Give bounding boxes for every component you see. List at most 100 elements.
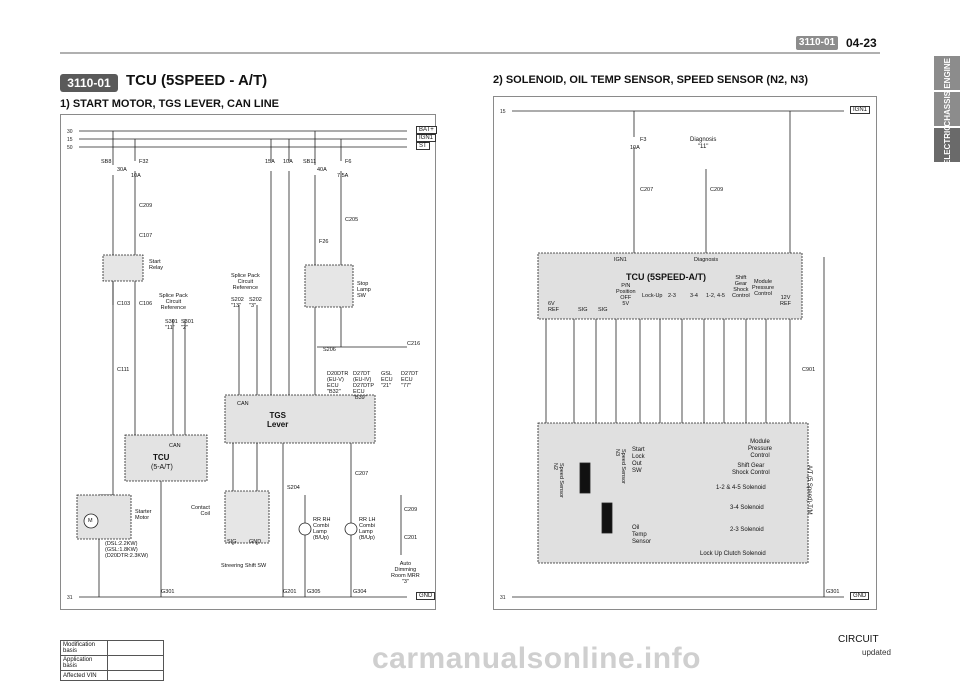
bus-tag-st: ST	[416, 142, 430, 150]
steering-gnd: GND	[249, 539, 262, 545]
solenoid-12-45: 1-2 & 4-5 Solenoid	[716, 485, 766, 491]
tcu-func-6vref: 6V REF	[548, 301, 559, 313]
steering-shift-sw-label: Streering Shift SW	[221, 563, 267, 569]
tcu-func-lockup: Lock-Up	[642, 293, 663, 299]
page-number: 04-23	[846, 36, 877, 50]
stop-lamp-sw-label: Stop Lamp SW	[357, 281, 371, 299]
tgs-lever-title: TGS Lever	[267, 411, 289, 429]
splice-pack-1: Splice Pack Circuit Reference	[159, 293, 188, 311]
rbus-tag-gnd: GND	[850, 592, 870, 600]
rconn-c207: C207	[640, 187, 654, 193]
fuse-f6: F6	[345, 159, 352, 165]
fuse-f1-rating: 15A	[265, 159, 275, 165]
rfuse-f3-rating: 10A	[630, 145, 640, 151]
bus-30-num: 30	[67, 129, 73, 135]
tcu-func-sig2: SIG	[598, 307, 608, 313]
tcu-func-pn: P/N Position OFF 5V	[616, 283, 636, 307]
rr-lh-lamp: RR LH Combi Lamp (B/Up)	[359, 517, 376, 541]
bus-tag-ign1: IGN1	[416, 134, 437, 142]
tcu-left-sub: (5-A/T)	[151, 464, 173, 471]
section-tab: 3110-01	[796, 36, 838, 50]
tcu-func-12vref: 12V REF	[780, 295, 791, 307]
conn-c103: C103	[117, 301, 131, 307]
section-badge: 3110-01	[60, 74, 118, 92]
bus-50-num: 50	[67, 145, 73, 151]
ground-g305: G305	[307, 589, 321, 595]
contact-coil-label: Contact Coil	[191, 505, 210, 517]
side-tab-engine[interactable]: ENGINE	[934, 56, 960, 90]
oil-temp-sensor: Oil Temp Sensor	[632, 525, 652, 545]
footer-circuit: CIRCUIT	[838, 634, 879, 645]
conn-c106: C106	[139, 301, 153, 307]
solenoid-module-pressure: Module Pressure Control	[748, 439, 773, 459]
ecu-1: D20DTR (EU-V) ECU "B32"	[327, 371, 349, 395]
table-cell-value	[107, 640, 164, 656]
left-wiring-svg: 30 15 50 31	[67, 129, 407, 601]
header-rule	[60, 52, 880, 54]
ground-g301: G301	[161, 589, 175, 595]
page-title: TCU (5SPEED - A/T)	[126, 72, 268, 89]
side-tab-electric[interactable]: ELECTRIC	[934, 125, 960, 165]
ecu-3: GSL ECU "21"	[381, 371, 393, 389]
ecu-2: D27DT (EU-IV) D27DTP ECU "B39"	[353, 371, 375, 401]
ecu-4: D27DT ECU "77"	[401, 371, 419, 389]
rconn-c209: C209	[710, 187, 724, 193]
watermark: carmanualsonline.info	[372, 642, 701, 675]
splice-ref-1: S301 "11"	[165, 319, 178, 331]
tcu-right-ign1: IGN1	[614, 257, 627, 263]
start-relay-label: Start Relay	[149, 259, 164, 271]
bus-15-num: 15	[67, 137, 73, 143]
table-cell-value	[107, 655, 164, 671]
left-heading: 1) START MOTOR, TGS LEVER, CAN LINE	[60, 98, 279, 110]
right-wiring-svg: 15 31	[500, 109, 844, 601]
tcu-right-diagnosis: Diagnosis	[694, 257, 719, 263]
side-tab-chassis[interactable]: CHASSIS	[934, 91, 960, 127]
fuse-f32: F32	[139, 159, 149, 165]
rconn-c901: C901	[802, 367, 816, 373]
revision-table: Modification basis Application basis Aff…	[60, 640, 164, 681]
right-heading: 2) SOLENOID, OIL TEMP SENSOR, SPEED SENS…	[493, 74, 808, 86]
tcu-right-title: TCU (5SPEED-A/T)	[626, 272, 707, 282]
tcu-func-sig1: SIG	[578, 307, 588, 313]
conn-c207: C207	[355, 471, 369, 477]
table-cell-label: Affected VIN	[60, 670, 108, 681]
solenoid-shift-gear: Shift Gear Shock Control	[732, 463, 770, 476]
steering-sig: SIG	[227, 539, 237, 545]
tcu-func-34: 3-4	[690, 293, 698, 299]
motor-icon: M	[88, 518, 93, 524]
speed-sensor-n3: Speed Sensor N3	[614, 449, 626, 484]
auto-dimming-mirror: Auto Dimming Room MRR "3"	[391, 561, 420, 585]
rbus-15-num: 15	[500, 109, 506, 115]
solenoid-lockup: Lock Up Clutch Solenoid	[700, 551, 766, 557]
solenoid-23: 2-3 Solenoid	[730, 527, 764, 533]
conn-c216: C216	[407, 341, 421, 347]
speed-sensor-n2: Speed Sensor N2	[552, 463, 564, 498]
solenoid-34: 3-4 Solenoid	[730, 505, 764, 511]
start-lockout-sw: Start Lock Out SW	[632, 447, 645, 474]
right-diagram-panel: 15 31 IGN1 GND F3 10A Diagnosis "11" C20…	[493, 96, 877, 610]
left-diagram-panel: 30 15 50 31 BAT+ IGN1 ST GND SB8 30A F32…	[60, 114, 437, 610]
rr-rh-lamp: RR RH Combi Lamp (B/Up)	[313, 517, 331, 541]
conn-s204: S204	[287, 485, 300, 491]
splice-ref-2: S301 "2"	[181, 319, 194, 331]
conn-c205: C205	[345, 217, 359, 223]
fuse-sb11: SB11	[303, 159, 317, 165]
conn-c201: C201	[404, 535, 418, 541]
bus-31-num: 31	[67, 595, 73, 601]
bus-tag-gnd: GND	[416, 592, 436, 600]
splice-ref-3: S202 "13"	[231, 297, 244, 309]
splice-ref-4: S202 "3"	[249, 297, 262, 309]
diagnosis-label: Diagnosis "11"	[690, 137, 717, 150]
tgs-can: CAN	[237, 401, 249, 407]
table-row: Application basis	[60, 655, 164, 671]
table-cell-value	[107, 670, 164, 681]
table-row: Affected VIN	[60, 670, 164, 681]
fuse-sb8: SB8	[101, 159, 112, 165]
splice-pack-2: Splice Pack Circuit Reference	[231, 273, 260, 291]
fuse-sb8-rating: 30A	[117, 167, 127, 173]
table-cell-label: Modification basis	[60, 640, 108, 656]
conn-c107: C107	[139, 233, 153, 239]
conn-c111: C111	[117, 367, 130, 373]
bus-tag-bat: BAT+	[416, 126, 437, 134]
tcu-func-shift: Shift Gear Shock Control	[732, 275, 750, 299]
